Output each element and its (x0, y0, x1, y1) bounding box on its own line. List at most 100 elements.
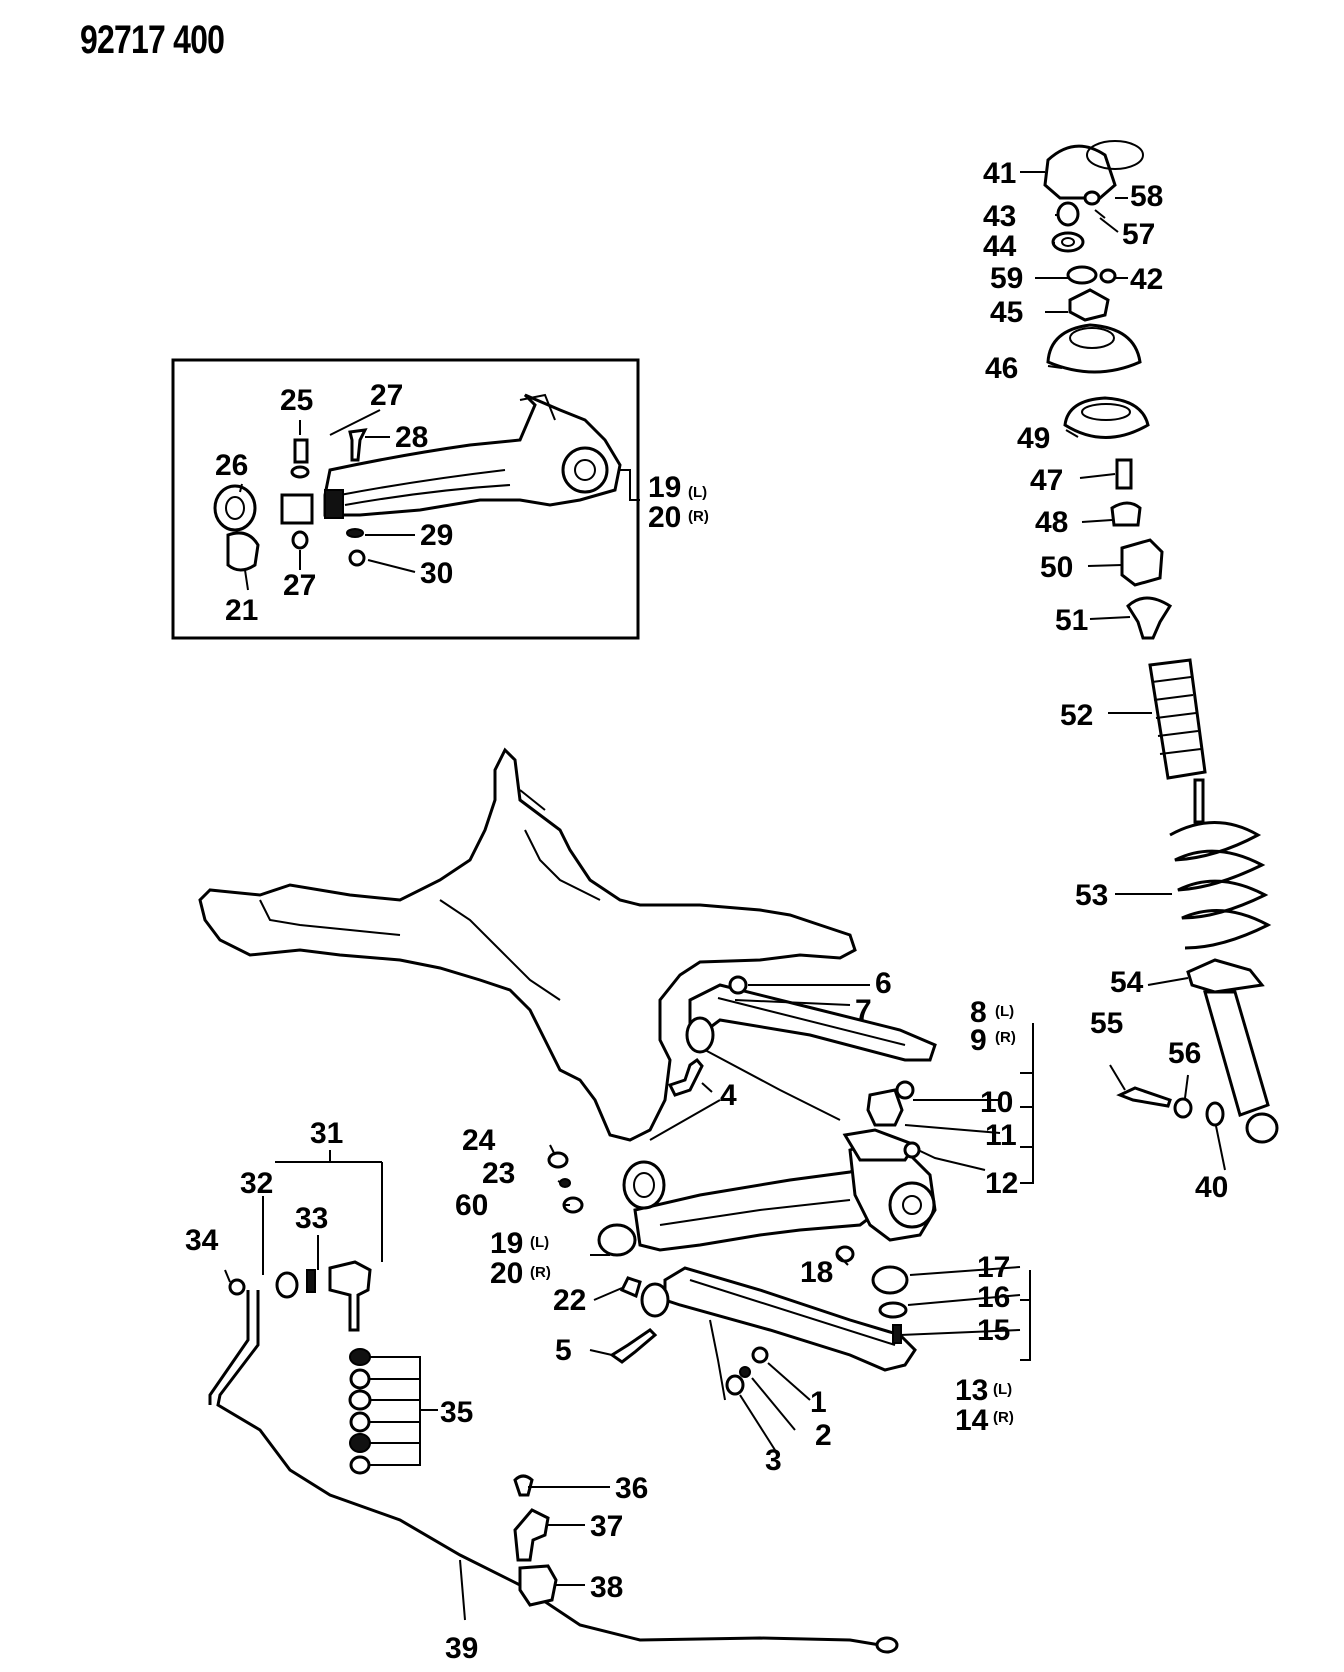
callout-14-side: (R) (993, 1409, 1014, 1426)
callout-13: 13 (955, 1374, 988, 1407)
inset-washer-29 (346, 528, 364, 538)
nut-43 (1056, 201, 1080, 227)
callout-20-main-side: (R) (530, 1264, 551, 1281)
bolt-36 (513, 1474, 534, 1497)
dust-boot-52 (1148, 658, 1207, 780)
callout-19-main: 19 (490, 1227, 523, 1260)
spring-seat-54 (1186, 958, 1265, 994)
callout-57: 57 (1122, 218, 1155, 251)
nut-6 (728, 975, 748, 995)
callout-40: 40 (1195, 1171, 1228, 1204)
lower-link-ballstud (892, 1324, 902, 1344)
callout-27-bottom: 27 (283, 569, 316, 602)
callout-16: 16 (977, 1281, 1010, 1314)
callout-6: 6 (875, 967, 892, 1000)
inset-bushing-ring (213, 484, 257, 532)
callout-52: 52 (1060, 699, 1093, 732)
callout-19-main-side: (L) (530, 1234, 549, 1251)
washer-2 (739, 1366, 751, 1378)
bushing-11 (866, 1088, 904, 1127)
main-arm-bushing (622, 1160, 666, 1210)
washer-40 (1205, 1101, 1225, 1127)
stabilizer-bar-39 (216, 1290, 881, 1647)
part-12 (903, 1141, 921, 1159)
bushing-38 (518, 1564, 558, 1607)
callout-11: 11 (985, 1119, 1017, 1152)
coil-spring-53 (1169, 821, 1272, 950)
callout-42: 42 (1130, 263, 1163, 296)
callout-31: 31 (310, 1117, 343, 1150)
callout-20-inset: 20 (648, 501, 681, 534)
callout-36: 36 (615, 1472, 648, 1505)
callout-53: 53 (1075, 879, 1108, 912)
washer-56 (1173, 1097, 1193, 1119)
inset-nut-30 (348, 549, 366, 567)
washer-44 (1051, 231, 1085, 253)
callout-45: 45 (990, 296, 1023, 329)
bumper-50 (1120, 538, 1164, 587)
inset-knuckle-hub (561, 446, 609, 494)
callout-58: 58 (1130, 180, 1163, 213)
dust-cap-41 (1043, 144, 1117, 200)
callout-49: 49 (1017, 422, 1050, 455)
bolt-4 (667, 1057, 704, 1097)
inset-washer-27 (291, 530, 309, 550)
callout-9: 9 (970, 1024, 987, 1057)
main-arm-bushing-lower (597, 1223, 637, 1257)
inset-bushing-end (280, 493, 314, 525)
callout-15: 15 (977, 1314, 1010, 1347)
callout-32: 32 (240, 1167, 273, 1200)
callout-8: 8 (970, 996, 987, 1029)
callout-34: 34 (185, 1224, 219, 1257)
callout-59: 59 (990, 262, 1023, 295)
inset-box (171, 358, 640, 640)
washer-16 (878, 1301, 908, 1319)
stabilizer-link-31 (328, 1260, 372, 1332)
strut-rod (1193, 778, 1205, 824)
callout-18: 18 (800, 1256, 833, 1289)
nut-10 (895, 1080, 915, 1100)
callout-48: 48 (1035, 506, 1068, 539)
callout-2: 2 (815, 1419, 832, 1452)
callout-35: 35 (440, 1396, 473, 1429)
upper-arm-strut (704, 1049, 841, 1121)
bushing-32 (275, 1271, 299, 1299)
inset-bolt-28 (348, 428, 368, 462)
callout-38: 38 (590, 1571, 623, 1604)
washer-stack-35 (348, 1348, 372, 1475)
callout-51: 51 (1055, 604, 1088, 637)
callout-46: 46 (985, 352, 1018, 385)
callout-43: 43 (983, 200, 1016, 233)
callout-50: 50 (1040, 551, 1073, 584)
callout-21: 21 (225, 594, 258, 627)
stabilizer-group (208, 1260, 899, 1654)
part-33 (306, 1269, 316, 1293)
callout-60: 60 (455, 1189, 488, 1222)
crossmember (198, 747, 857, 1142)
inset-bushing-21 (226, 531, 260, 572)
callout-39: 39 (445, 1632, 478, 1665)
callout-33: 33 (295, 1202, 328, 1235)
callout-24: 24 (462, 1124, 496, 1157)
callout-25: 25 (280, 384, 313, 417)
bolt-55 (1116, 1086, 1172, 1108)
lower-link-bushing (640, 1282, 670, 1318)
diagram-number: 92717 400 (80, 18, 225, 62)
callout-13-side: (L) (993, 1381, 1012, 1398)
callout-12: 12 (985, 1167, 1018, 1200)
callout-27-top: 27 (370, 379, 403, 412)
washer-59 (1066, 265, 1098, 285)
bushing-17 (871, 1265, 909, 1295)
callout-8-side: (L) (995, 1003, 1014, 1020)
washer-24 (547, 1151, 569, 1169)
callout-14: 14 (955, 1404, 989, 1437)
callout-28: 28 (395, 421, 428, 454)
callout-20-inset-side: (R) (688, 508, 709, 525)
stabilizer-eye (875, 1636, 899, 1654)
callout-17: 17 (977, 1251, 1010, 1284)
callout-9-side: (R) (995, 1029, 1016, 1046)
bracket-37 (513, 1508, 550, 1562)
callout-5: 5 (555, 1334, 572, 1367)
callout-19-inset-side: (L) (688, 484, 707, 501)
